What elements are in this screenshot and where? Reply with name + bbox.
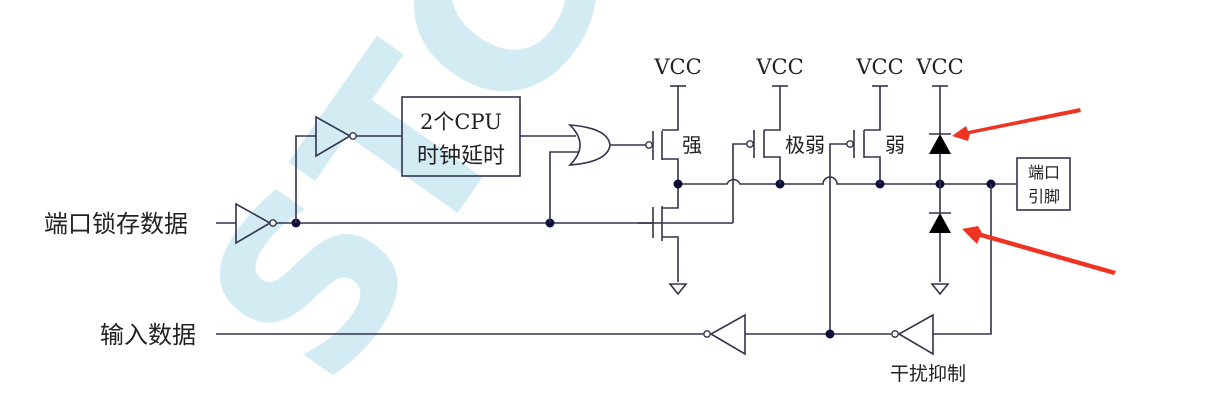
very-weak-label: 极弱 — [785, 133, 825, 157]
inverter-noise-suppression — [891, 313, 934, 356]
diode-to-vcc — [929, 85, 951, 184]
delay-box-line1: 2个CPU — [420, 110, 502, 134]
or-gate — [567, 124, 611, 166]
pmos-strong — [645, 85, 686, 184]
branch-wire — [295, 135, 316, 223]
pin-feedback-wire — [933, 184, 992, 335]
junction — [673, 179, 683, 189]
delay-box-line2: 时钟延时 — [417, 144, 505, 169]
junction — [825, 329, 835, 339]
arrow-pointer-icon — [962, 226, 1116, 275]
wire — [829, 143, 847, 334]
arrow-pointer-icon — [952, 108, 1081, 141]
pmos-very-weak — [746, 85, 788, 184]
port-pin-box — [1016, 157, 1071, 211]
port-pin-line1: 端口 — [1028, 163, 1060, 182]
vcc-label: VCC — [915, 55, 963, 79]
vcc-label: VCC — [855, 55, 903, 79]
noise-suppression-label: 干扰抑制 — [890, 363, 966, 385]
strong-label: 强 — [682, 133, 702, 157]
diode-to-gnd — [929, 184, 951, 296]
wire — [549, 151, 578, 223]
nmos-strong — [638, 184, 688, 296]
inverter-input — [703, 313, 746, 356]
inverter-latch — [235, 202, 277, 245]
pmos-weak — [846, 85, 888, 184]
vcc-label: VCC — [755, 55, 803, 79]
input-data-label: 输入数据 — [100, 321, 196, 349]
port-pin-line2: 引脚 — [1028, 187, 1060, 206]
port-latch-data-label: 端口锁存数据 — [44, 210, 188, 238]
output-bus-wire — [678, 176, 1017, 185]
vcc-label: VCC — [653, 55, 701, 79]
weak-label: 弱 — [885, 133, 905, 157]
wire — [732, 143, 747, 223]
